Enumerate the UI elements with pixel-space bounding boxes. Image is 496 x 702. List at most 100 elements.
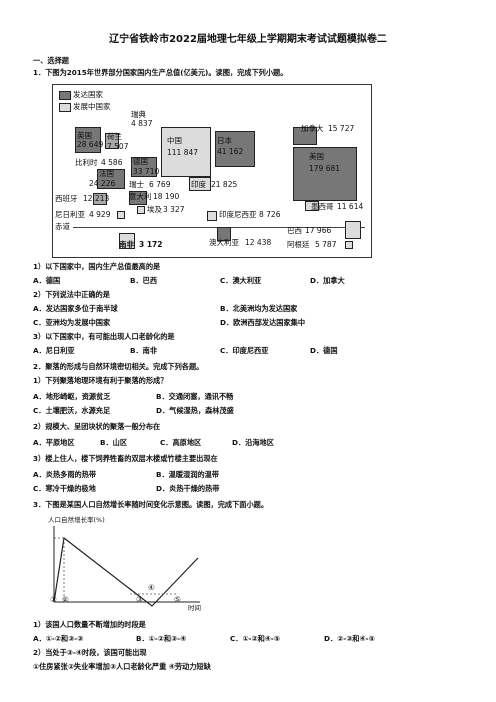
graph-point-5: ⑤ [174,595,181,604]
country-name-canada: 加拿大 [301,124,324,133]
country-name-france: 法国 [99,169,114,178]
q1-sub1-opt-a: A．德国 [33,276,61,285]
country-name-spain: 西班牙 [55,194,78,203]
q3-sub1: 1）该国人口数量不断增加的时段是 [33,620,146,629]
q2-sub1-opt-b: B．交通闭塞，通讯不畅 [156,392,234,401]
section-heading: 一、选择题 [33,56,69,65]
country-value-belgium: 4 586 [101,158,123,167]
q1-sub1-opt-d: D．加拿大 [310,276,345,285]
legend-developed-swatch [59,91,71,100]
q1-sub3-opt-d: D．德国 [310,346,338,355]
block-nigeria [117,211,125,219]
country-value-india: 21 825 [211,180,238,189]
q2-sub3: 3）楼上住人，楼下饲养牲畜的双层木楼或竹楼主要出现在 [33,454,218,463]
block-argentina [345,241,353,249]
q3-sub1-opt-a: A．①-②和③-③ [33,634,84,643]
country-value-australia: 12 438 [245,238,272,247]
country-value-switzerland: 6 769 [149,180,171,189]
block-indonesia [207,211,217,221]
country-value-china: 111 847 [167,148,199,157]
country-name-australia: 澳大利亚 [209,238,239,247]
country-name-germany: 德国 [133,157,148,166]
graph-y-label: 人口自然增长率(%) [48,516,105,524]
country-value-south-africa: 3 172 [139,240,163,249]
block-usa [293,147,357,201]
q2-sub1-opt-d: D．气候湿热，森林茂盛 [156,406,234,415]
country-name-usa: 美国 [309,152,324,161]
q1-sub2: 2）下列说法中正确的是 [33,290,110,299]
legend-developed-label: 发达国家 [73,90,103,99]
q1-sub1: 1）以下国家中，国内生产总值最高的是 [33,262,161,271]
block-egypt [137,206,145,214]
country-value-mexico: 11 614 [337,202,364,211]
q2-sub3-opt-b: B．温暖湿润的温带 [156,470,219,479]
q1-sub2-opt-b: B．北美洲均为发达国家 [220,304,298,313]
q1-sub2-opt-d: D．欧洲西部发达国家集中 [220,318,306,327]
q3-sub1-opt-c: C．①-②和④-⑤ [230,634,280,643]
block-brazil [345,221,361,239]
q2-sub3-opt-c: C．寒冷干燥的极地 [33,484,96,493]
q1-sub1-opt-c: C．澳大利亚 [220,276,262,285]
q2-sub2-opt-c: C．高原地区 [160,438,202,447]
q2-sub2-opt-b: B．山区 [100,438,128,447]
graph-curve [53,536,199,607]
graph-point-4: ④ [148,583,155,592]
country-value-spain: 12 213 [83,194,110,203]
question-3-stem: 3．下图是某国人口自然增长率随时间变化示意图。读图，完成下面小题。 [33,500,269,509]
country-value-egypt: 3 327 [163,205,185,214]
country-name-brazil: 巴西 [287,226,302,235]
country-value-japan: 41 162 [217,147,244,156]
country-name-nigeria: 尼日利亚 [55,210,85,219]
q2-sub2-opt-a: A．平原地区 [33,438,75,447]
q2-sub2: 2）规模大、呈团块状的聚落一般分布在 [33,422,161,431]
graph-svg [53,526,200,607]
legend-developing-swatch [59,103,71,112]
country-name-italy: 意大利 [129,192,152,201]
q3-sub2: 2）当处于③-④时段，该国可能出现 [33,648,147,657]
q2-sub1: 1）下列聚落地理环境有利于聚落的形成？ [33,376,168,385]
country-name-mexico: 墨西哥 [311,202,334,211]
q2-sub2-opt-d: D．沿海地区 [232,438,274,447]
block-france [97,169,125,189]
q1-sub3-opt-a: A．尼日利亚 [33,346,75,355]
question-2-stem: 2．聚落的形成与自然环境密切相关。完成下列各题。 [33,362,204,371]
country-value-usa: 179 681 [309,164,341,173]
country-name-sweden: 瑞典 [131,110,146,119]
country-value-italy: 18 190 [153,192,180,201]
page-title: 辽宁省铁岭市2022届地理七年级上学期期末考试试题模拟卷二 [109,34,387,45]
block-india [189,177,211,191]
q2-sub1-opt-a: A．地形崎岖，资源贫乏 [33,392,111,401]
country-value-uk: 28 649 [77,140,104,149]
block-germany [131,157,157,177]
q3-sub2-statements: ①住房紧张②失业率增加③人口老龄化严重 ④劳动力短缺 [33,662,211,671]
block-china [161,127,211,177]
block-japan [215,131,255,167]
block-uk [75,127,101,153]
country-value-brazil: 17 966 [305,226,332,235]
block-spain [93,193,107,205]
country-name-india: 印度 [191,180,206,189]
graph-x-label: 时间 [188,604,201,612]
graph-point-2: ② [62,595,69,604]
q3-sub1-opt-d: D．②-③和④-⑤ [324,634,375,643]
country-name-belgium: 比利时 [75,158,98,167]
country-value-sweden: 4 837 [131,119,153,128]
question-1-stem: 1．下图为2015年世界部分国家国内生产总值(亿美元)。读图，完成下列小题。 [33,68,288,77]
q1-sub3-opt-b: B．南非 [130,346,158,355]
q1-sub3: 3）以下国家中，有可能出现人口老龄化的是 [33,332,175,341]
country-value-nigeria: 4 929 [89,210,111,219]
country-name-egypt: 埃及 [147,205,162,214]
q3-sub1-opt-b: B．①-②和③-④ [136,634,187,643]
country-name-south-africa: 南非 [119,240,134,249]
block-italy [129,191,147,205]
equator-label: 赤道 [55,222,70,231]
block-netherlands [105,133,119,149]
country-name-indonesia: 印度尼西亚 [219,210,257,219]
graph-point-1: ① [50,595,57,604]
block-australia [217,227,231,241]
country-value-france: 24 226 [89,179,116,188]
q2-sub3-opt-a: A．炎热多雨的热带 [33,470,97,479]
block-canada [293,127,317,145]
population-growth-graph: 人口自然增长率(%) ① ② ③ ④ ⑤ 时间 [40,516,210,612]
